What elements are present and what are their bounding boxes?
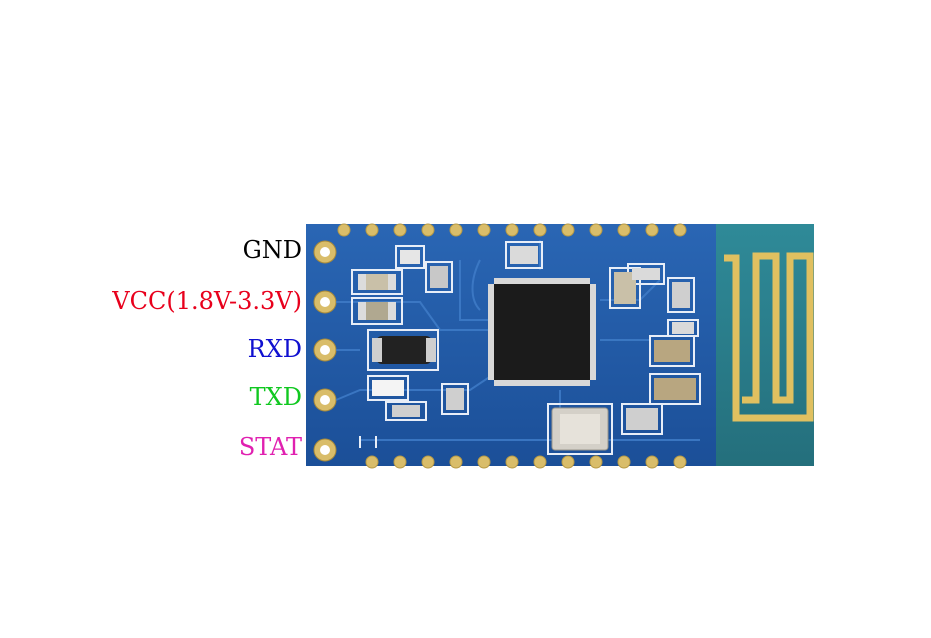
pin-label-rxd: RXD [247,335,302,363]
pin-label-stat: STAT [238,433,302,461]
pin-pad-gnd [313,240,337,264]
pcb-traces [335,240,700,441]
top-edge-pads [337,223,687,237]
pin-pad-vcc [313,290,337,314]
antenna-region [716,224,814,466]
pin-pad-stat [313,438,337,462]
smd-components [358,246,696,430]
pin-label-vcc: VCC(1.8V-3.3V) [112,287,302,315]
pin-label-txd: TXD [249,383,302,411]
crystal [551,407,609,451]
silkscreen-outlines [351,241,701,455]
pin-pad-txd [313,388,337,412]
pin-pad-rxd [313,338,337,362]
antenna-trace [724,252,814,422]
left-pin-pads [313,240,337,462]
bottom-edge-pads [365,455,687,469]
pin-label-gnd: GND [242,236,302,264]
main-chip [488,278,596,386]
